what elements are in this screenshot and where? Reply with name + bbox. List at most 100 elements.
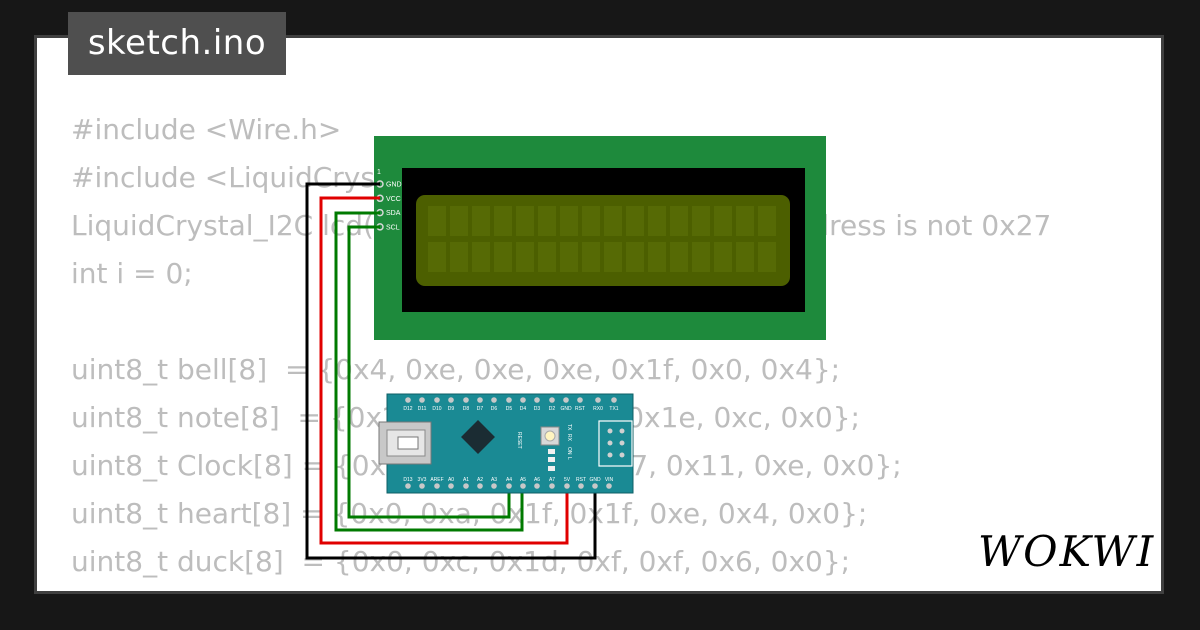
nano-pin[interactable] <box>611 397 617 403</box>
nano-pin-label: AREF <box>430 477 443 483</box>
nano-pin[interactable] <box>419 483 425 489</box>
lcd-pin-label: SDA <box>386 210 401 217</box>
nano-pin-label: D8 <box>463 406 470 412</box>
wiring <box>305 182 597 560</box>
lcd-cell <box>538 206 556 236</box>
wokwi-logo: WOKWI <box>978 527 1155 576</box>
lcd-cell <box>538 242 556 272</box>
nano-pin-label: A0 <box>448 477 454 483</box>
nano-pin-label: D12 <box>403 406 412 412</box>
lcd-cell <box>626 242 644 272</box>
lcd-cell <box>428 206 446 236</box>
lcd-pin-label: GND <box>386 182 402 189</box>
nano-pin-label: 5V <box>564 477 571 483</box>
nano-pin[interactable] <box>534 483 540 489</box>
code-line: uint8_t bell[8] = {0x4, 0xe, 0xe, 0xe, 0… <box>71 353 841 386</box>
nano-pin[interactable] <box>448 483 454 489</box>
nano-pin-label: TX1 <box>609 406 618 412</box>
l-label: L <box>566 457 572 460</box>
lcd-cell <box>428 242 446 272</box>
scl-wire[interactable] <box>347 225 511 519</box>
nano-pin-label: GND <box>589 477 601 483</box>
nano-pin-label: A2 <box>477 477 483 483</box>
reset-label: RESET <box>516 432 522 449</box>
nano-pin[interactable] <box>578 483 584 489</box>
nano-pin-label: D9 <box>448 406 455 412</box>
lcd-pin-label: SCL <box>386 224 400 231</box>
nano-pin[interactable] <box>491 397 497 403</box>
lcd-character-cells <box>428 206 776 272</box>
reset-button[interactable] <box>540 426 560 446</box>
lcd-cell <box>604 206 622 236</box>
lcd-cell <box>758 242 776 272</box>
nano-pin-label: RX0 <box>593 406 603 412</box>
nano-pin[interactable] <box>520 397 526 403</box>
nano-pin-label: D6 <box>491 406 498 412</box>
lcd-cell <box>450 242 468 272</box>
nano-pin-label: D11 <box>418 406 427 412</box>
nano-pin[interactable] <box>434 397 440 403</box>
nano-pin[interactable] <box>405 483 411 489</box>
nano-pin[interactable] <box>448 397 454 403</box>
code-line: uint8_t heart[8] = {0x0, 0xa, 0x1f, 0x1f… <box>71 497 868 530</box>
nano-pin[interactable] <box>563 397 569 403</box>
icsp-header <box>598 420 633 467</box>
lcd-pin-label: VCC <box>386 196 401 203</box>
lcd-cell <box>670 242 688 272</box>
nano-pin-label: D5 <box>506 406 513 412</box>
lcd-cell <box>604 242 622 272</box>
nano-pin[interactable] <box>405 397 411 403</box>
nano-pin[interactable] <box>506 397 512 403</box>
sketch-card: #include <Wire.h> #include <LiquidCrysta… <box>34 35 1164 594</box>
nano-pin[interactable] <box>549 397 555 403</box>
nano-pin-label: A3 <box>491 477 497 483</box>
nano-pin[interactable] <box>506 483 512 489</box>
nano-pin[interactable] <box>419 397 425 403</box>
rx-label: RX <box>566 434 572 442</box>
nano-pin[interactable] <box>463 483 469 489</box>
gnd-wire[interactable] <box>305 182 597 560</box>
nano-pin-label: D2 <box>549 406 556 412</box>
nano-pin-label: VIN <box>605 477 614 483</box>
sda-wire[interactable] <box>334 211 524 532</box>
nano-pin[interactable] <box>463 397 469 403</box>
nano-pin-label: D13 <box>403 477 412 483</box>
nano-pin[interactable] <box>606 483 612 489</box>
lcd-cell <box>582 206 600 236</box>
nano-pin[interactable] <box>592 483 598 489</box>
mcu-chip <box>461 420 495 454</box>
usb-connector <box>378 421 432 465</box>
vcc-wire[interactable] <box>319 196 569 545</box>
lcd-cell <box>736 242 754 272</box>
nano-pin-label: 3V3 <box>418 477 427 483</box>
lcd-cell <box>692 242 710 272</box>
nano-pin[interactable] <box>491 483 497 489</box>
lcd-cell <box>758 206 776 236</box>
nano-pin-label: A6 <box>534 477 540 483</box>
lcd-cell <box>472 242 490 272</box>
lcd-cell <box>648 242 666 272</box>
nano-pin-label: D10 <box>432 406 441 412</box>
nano-pin[interactable] <box>564 483 570 489</box>
nano-pin[interactable] <box>534 397 540 403</box>
nano-pin[interactable] <box>577 397 583 403</box>
on-label: ON <box>566 447 572 455</box>
nano-pin[interactable] <box>477 483 483 489</box>
lcd-cell <box>648 206 666 236</box>
code-line: int i = 0; <box>71 257 193 290</box>
nano-pin[interactable] <box>477 397 483 403</box>
nano-pin[interactable] <box>434 483 440 489</box>
lcd-cell <box>736 206 754 236</box>
nano-pin[interactable] <box>549 483 555 489</box>
filename-tab[interactable]: sketch.ino <box>68 12 286 75</box>
lcd-cell <box>560 206 578 236</box>
nano-pin[interactable] <box>520 483 526 489</box>
nano-pin[interactable] <box>595 397 601 403</box>
nano-pin-label: D4 <box>520 406 527 412</box>
nano-pin-label: GND <box>560 406 572 412</box>
nano-pin-label: A7 <box>549 477 555 483</box>
lcd-cell <box>494 242 512 272</box>
